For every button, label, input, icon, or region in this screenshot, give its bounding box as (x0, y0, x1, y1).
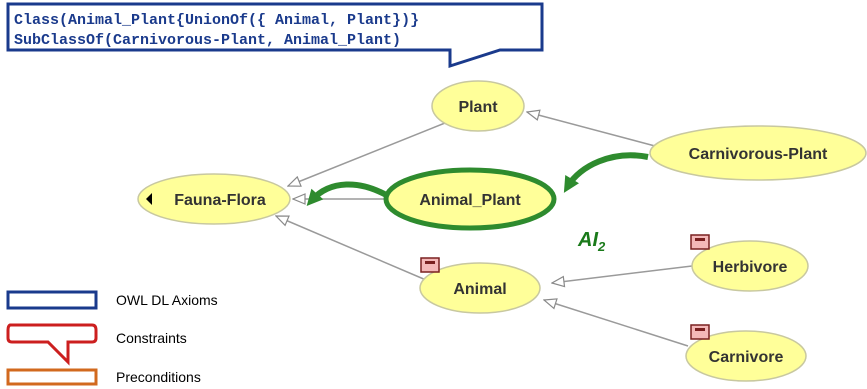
edge-carnivorous-to-plant (527, 112, 656, 147)
left-triangle-icon[interactable] (146, 193, 152, 205)
edge-animal-to-fauna-flora (276, 215, 427, 281)
legend-owl: OWL DL Axioms (6, 290, 218, 310)
restriction-badge-icon[interactable] (690, 234, 710, 250)
legend-preconditions: Preconditions (6, 368, 201, 386)
legend-constraints-label: Constraints (116, 330, 187, 346)
axiom-callout: Class(Animal_Plant{UnionOf({ Animal, Pla… (6, 2, 544, 69)
axiom-line-1: Class(Animal_Plant{UnionOf({ Animal, Pla… (14, 12, 419, 29)
restriction-badge-icon[interactable] (690, 324, 710, 340)
axiom-index-label: AI2 (577, 229, 606, 254)
node-animal-label: Animal (453, 281, 506, 298)
axiom-line-2: SubClassOf(Carnivorous-Plant, Animal_Pla… (14, 32, 401, 49)
edge-plant-to-fauna-flora (288, 122, 446, 186)
legend-constraints-swatch (6, 323, 98, 366)
node-carnivorous-plant[interactable]: Carnivorous-Plant (649, 125, 867, 181)
node-plant[interactable]: Plant (431, 80, 525, 132)
legend-preconditions-label: Preconditions (116, 369, 201, 385)
green-arrow-carnivorous-to-animal-plant (563, 152, 649, 193)
legend-owl-label: OWL DL Axioms (116, 292, 218, 308)
edge-carnivore-to-animal (544, 300, 689, 347)
legend-owl-swatch (6, 290, 98, 310)
node-animal-plant[interactable]: Animal_Plant (383, 167, 557, 231)
node-carnivorous-plant-label: Carnivorous-Plant (689, 146, 828, 163)
node-carnivore-label: Carnivore (709, 349, 784, 366)
node-herbivore-label: Herbivore (713, 259, 788, 276)
green-arrow-animal-plant-to-fauna-flora (306, 181, 390, 206)
legend: OWL DL Axioms Constraints Preconditions (6, 290, 218, 386)
restriction-badge-icon[interactable] (420, 257, 440, 273)
subclass-edges (276, 112, 693, 347)
node-carnivore[interactable]: Carnivore (685, 330, 807, 382)
node-fauna-flora-label: Fauna-Flora (174, 192, 266, 209)
axiom-callout-border (6, 2, 544, 69)
node-herbivore[interactable]: Herbivore (691, 240, 809, 292)
node-plant-label: Plant (458, 99, 498, 116)
legend-preconditions-swatch (6, 368, 98, 386)
node-animal[interactable]: Animal (419, 262, 541, 314)
legend-constraints: Constraints (6, 323, 187, 366)
node-animal-plant-label: Animal_Plant (419, 192, 521, 209)
edge-herbivore-to-animal (552, 265, 693, 283)
node-fauna-flora[interactable]: Fauna-Flora (137, 173, 291, 225)
